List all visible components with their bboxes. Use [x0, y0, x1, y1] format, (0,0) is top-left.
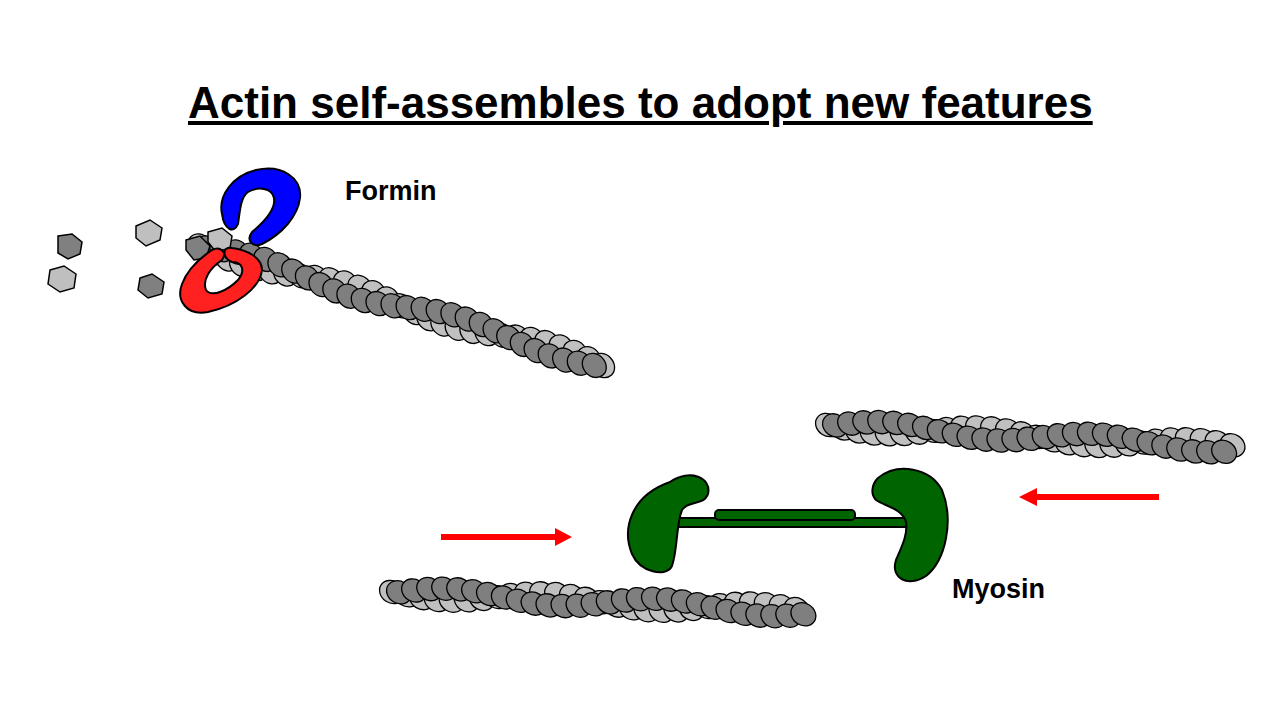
formin	[180, 169, 300, 313]
force-arrows	[441, 488, 1159, 546]
actin-subunit	[787, 598, 821, 631]
protein-label: Formin	[345, 176, 437, 207]
actin-subunit	[1207, 435, 1241, 468]
protein-label: Myosin	[952, 574, 1045, 605]
actin-filaments	[183, 229, 1249, 632]
actin-subunit	[577, 348, 611, 382]
myosin	[628, 469, 948, 581]
slide-title: Actin self-assembles to adopt new featur…	[188, 78, 1093, 128]
